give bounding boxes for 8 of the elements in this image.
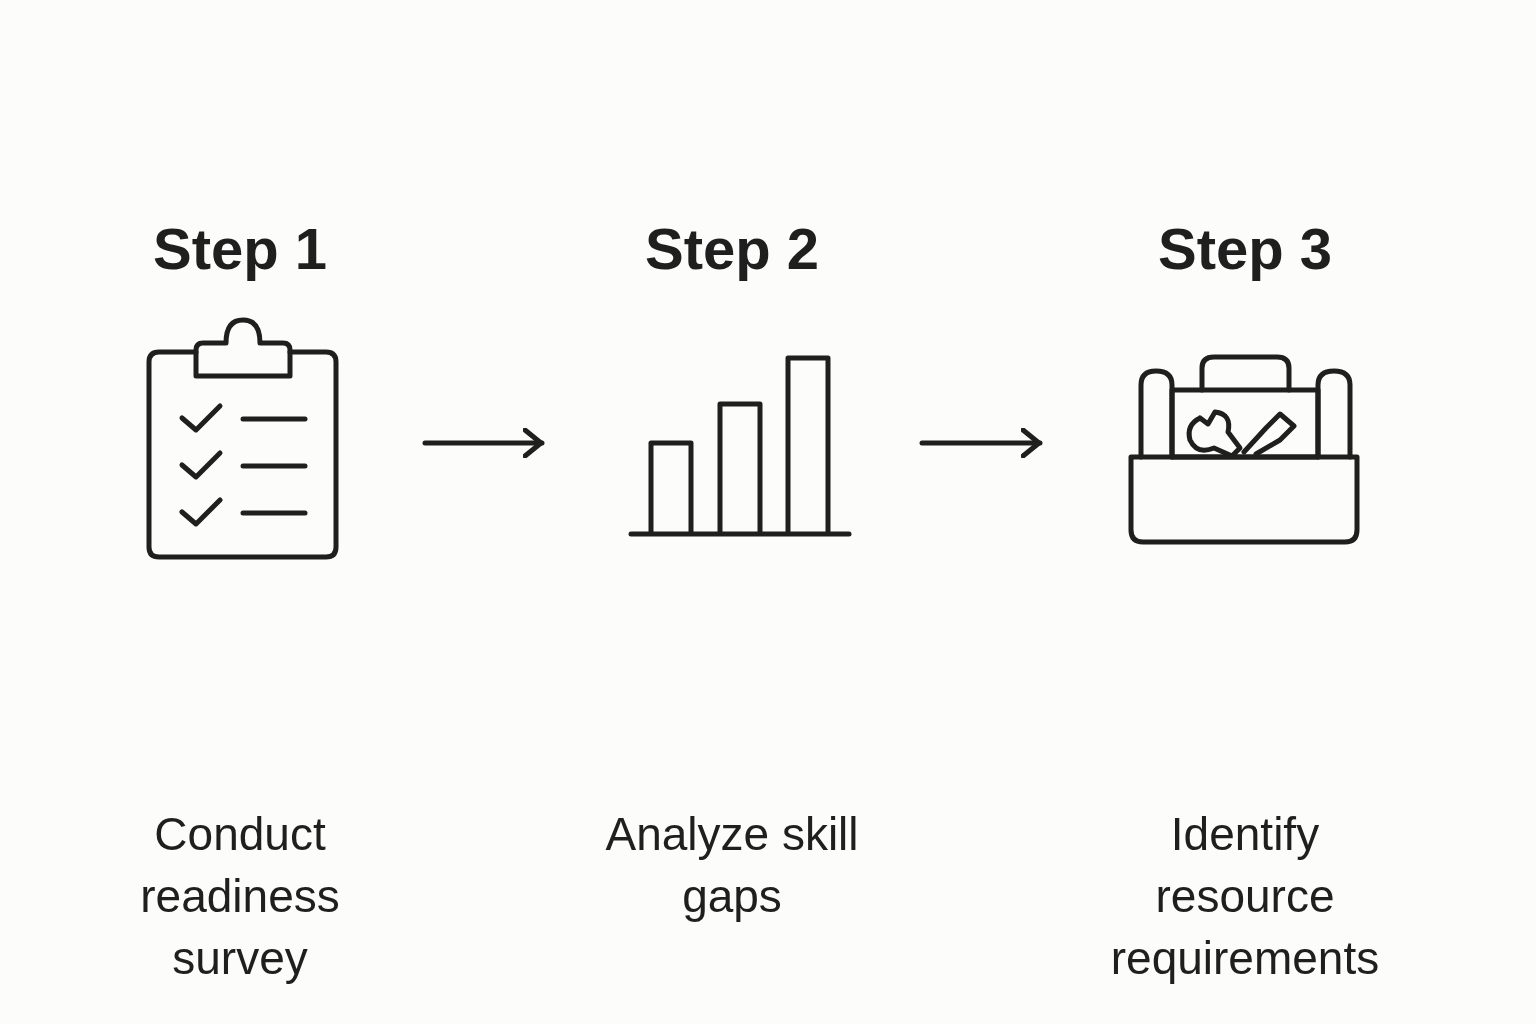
step-heading: Step 2 [644, 216, 820, 282]
step-heading: Step 3 [1157, 216, 1333, 282]
step-description: Identify resource requirements [1109, 807, 1381, 986]
step-description: Conduct readiness survey [139, 807, 341, 986]
arrow [422, 427, 545, 459]
step-heading: Step 1 [152, 216, 328, 282]
arrow [919, 427, 1043, 459]
step-description: Analyze skill gaps [604, 807, 860, 924]
